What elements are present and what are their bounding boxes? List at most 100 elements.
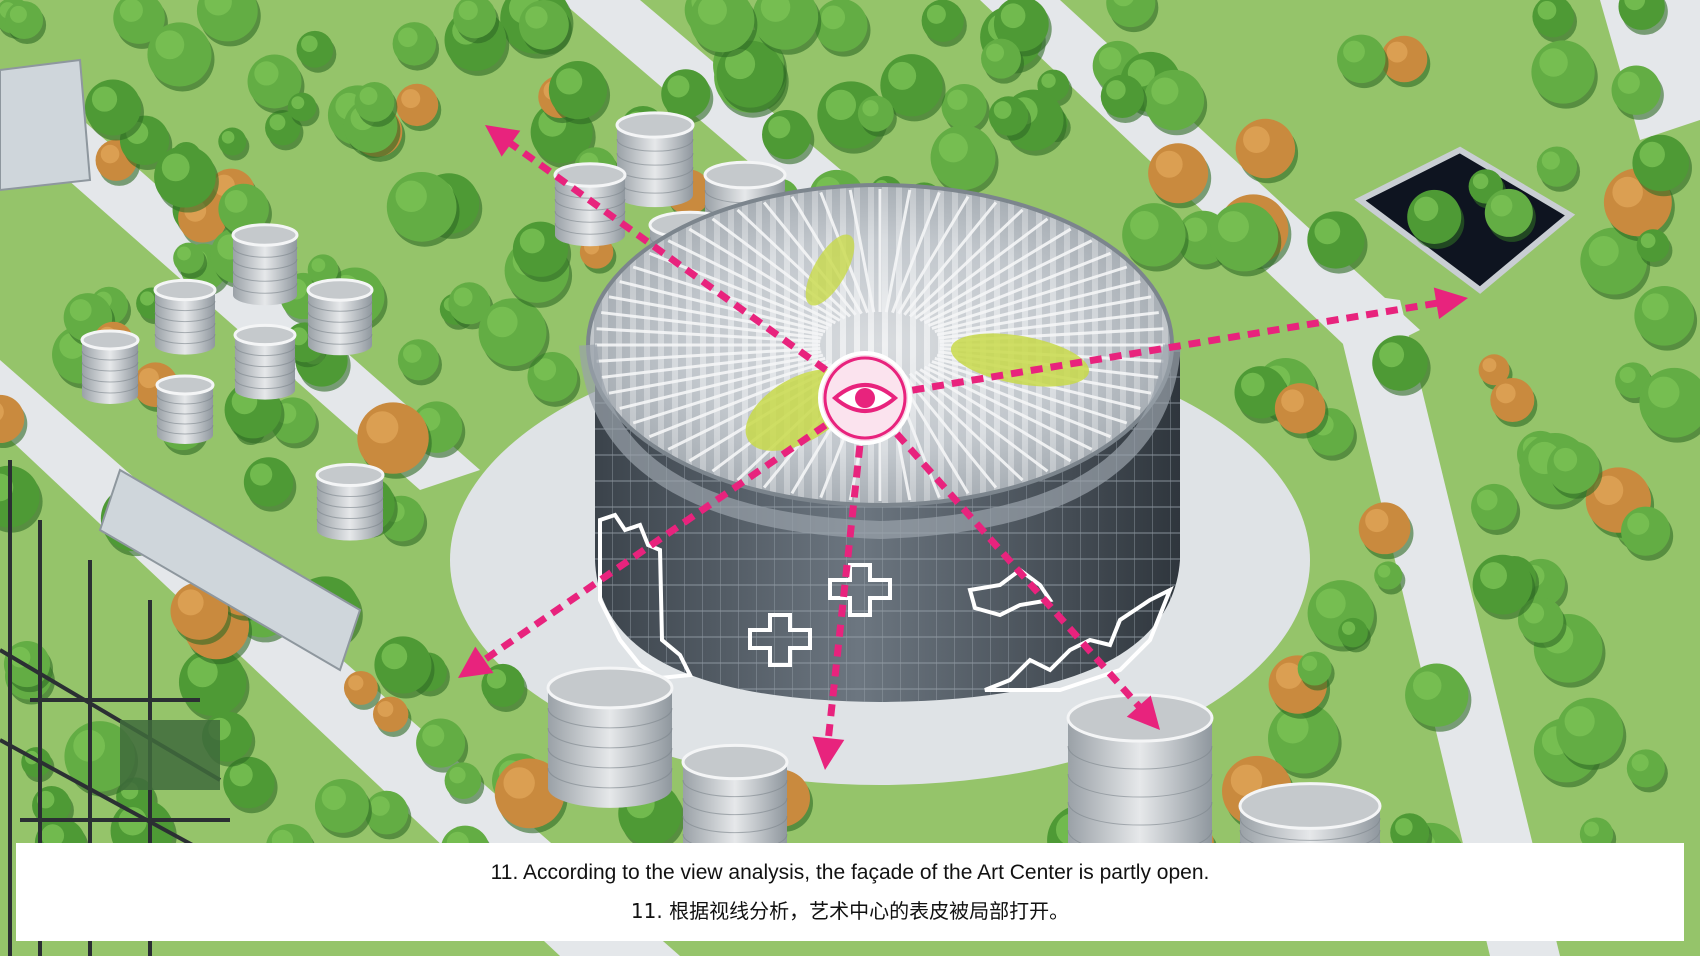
tree — [814, 0, 871, 57]
tree — [981, 38, 1025, 84]
tree — [84, 79, 144, 141]
roof-rim — [579, 344, 1181, 540]
eye-icon — [818, 351, 912, 445]
tree — [880, 54, 946, 122]
art-center — [579, 183, 1181, 702]
tree — [357, 402, 432, 479]
tree — [1407, 189, 1465, 249]
sightline-arrow — [911, 287, 1468, 394]
tree — [1471, 483, 1521, 535]
tree — [1585, 467, 1655, 538]
tree — [1122, 203, 1189, 272]
tree — [196, 0, 261, 47]
tree — [762, 110, 815, 165]
tree — [548, 60, 611, 125]
sightline-arrow — [812, 445, 864, 770]
green-roof-platform — [120, 720, 220, 790]
storage-tank — [315, 462, 385, 541]
tree — [1274, 383, 1329, 439]
tree — [1634, 285, 1698, 351]
tree — [1490, 377, 1538, 428]
storage-tank — [615, 111, 695, 208]
tree — [287, 92, 320, 127]
tree — [154, 145, 219, 213]
tree — [314, 778, 372, 838]
sightline-arrow — [485, 125, 829, 373]
tree — [1547, 441, 1603, 499]
tree — [1517, 597, 1567, 648]
sightline-arrow — [894, 431, 1160, 730]
tree — [512, 221, 572, 282]
arrow-head-icon — [485, 125, 521, 157]
greenhouse-left — [0, 58, 362, 672]
tree — [243, 457, 297, 512]
tree — [518, 0, 572, 55]
tree — [689, 0, 758, 58]
tree — [372, 696, 412, 737]
view-sightlines — [458, 125, 1468, 770]
storage-tank — [153, 278, 217, 355]
tree — [0, 394, 28, 449]
caption-english: 11. According to the view analysis, the … — [490, 861, 1210, 884]
tree — [1405, 663, 1472, 732]
tree — [1374, 561, 1406, 595]
road-right — [1330, 290, 1560, 956]
tree — [1639, 367, 1700, 443]
tree — [1532, 0, 1578, 43]
tree — [1337, 34, 1389, 89]
tree — [1372, 335, 1431, 396]
storage-tank — [546, 666, 674, 808]
arrow-head-icon — [458, 646, 494, 678]
tree — [1307, 211, 1368, 274]
green-patch — [805, 234, 855, 306]
storage-tank — [80, 329, 140, 404]
tree — [343, 670, 381, 710]
tree — [1556, 697, 1627, 770]
tree — [1100, 74, 1148, 124]
tree — [716, 40, 787, 113]
tree — [374, 636, 435, 699]
tree — [1472, 554, 1536, 620]
tree — [478, 298, 550, 372]
arrow-head-icon — [1433, 287, 1468, 320]
tree — [1484, 188, 1536, 242]
tree — [1621, 506, 1674, 561]
facade-openings — [598, 512, 1174, 692]
storage-tank — [231, 223, 299, 306]
tree — [444, 762, 485, 805]
tree — [857, 95, 897, 137]
tree — [173, 242, 208, 279]
tree — [752, 0, 822, 55]
storage-tank — [155, 374, 215, 444]
green-patch — [950, 333, 1090, 387]
tree — [1531, 40, 1598, 109]
tree — [395, 83, 442, 132]
tree — [453, 0, 500, 44]
tree — [386, 171, 460, 247]
tree — [1618, 0, 1668, 35]
tree — [1636, 229, 1673, 267]
tree — [397, 339, 442, 386]
storage-tank — [553, 162, 627, 247]
tree — [1380, 35, 1431, 88]
tree — [1536, 146, 1581, 192]
tree — [921, 0, 967, 47]
tree — [223, 756, 278, 814]
tree — [1209, 202, 1282, 277]
tree — [296, 30, 337, 73]
tree — [354, 82, 398, 127]
arrow-head-icon — [1126, 695, 1160, 730]
sightline-arrow — [458, 422, 828, 678]
tree — [1106, 0, 1159, 33]
tree — [1580, 227, 1651, 300]
tree — [147, 22, 215, 92]
storage-tank — [233, 323, 297, 400]
tree — [1632, 134, 1692, 197]
tree — [941, 83, 990, 135]
tree — [1297, 651, 1335, 691]
tree — [265, 110, 304, 151]
tree — [481, 663, 528, 712]
tree — [392, 22, 440, 71]
